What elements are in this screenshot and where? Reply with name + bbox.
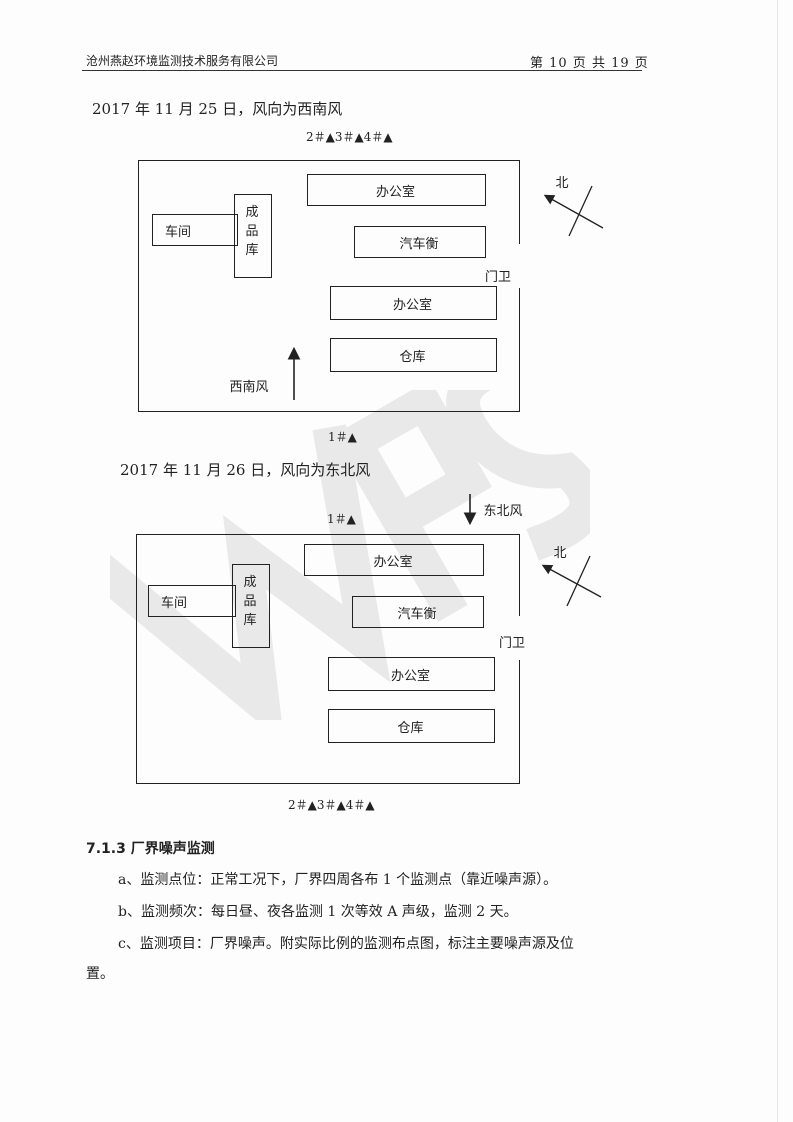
diagram1-office-top-label: 办公室 (375, 185, 415, 200)
section-item-c-line2: 置。 (86, 966, 114, 982)
section-item-a: a、监测点位：正常工况下，厂界四周各布 1 个监测点（靠近噪声源）。 (118, 872, 558, 888)
diagram1-gate-opening (514, 244, 524, 288)
diagram2-bottom-markers: 2＃▲3＃▲4＃▲ (288, 798, 375, 812)
header-company: 沧州燕赵环境监测技术服务有限公司 (86, 54, 279, 68)
diagram1-truck-scale-label: 汽车衡 (399, 237, 439, 252)
diagram1-storehouse-label: 仓库 (399, 350, 426, 365)
diagram2-truck-scale-label: 汽车衡 (397, 607, 437, 622)
diagram1-storehouse (330, 338, 497, 372)
diagram2-wind-label: 东北风 (483, 504, 523, 519)
diagram2-office-top-label: 办公室 (373, 555, 413, 570)
diagram1-north-compass-icon (543, 185, 604, 237)
diagram1-wind-label: 西南风 (229, 380, 269, 395)
scan-edge (777, 0, 778, 1122)
section-item-c-line1: c、监测项目：厂界噪声。附实际比例的监测布点图，标注主要噪声源及位 (118, 936, 574, 952)
diagram2-gate-label: 门卫 (498, 636, 525, 651)
diagram1-truck-scale (354, 226, 486, 258)
diagram1-north-label: 北 (555, 176, 569, 191)
header-page-info: 第 10 页 共 19 页 (530, 56, 649, 71)
diagram2-product-warehouse (232, 564, 270, 648)
diagram1-product-warehouse-label: 成 品 库 (245, 205, 259, 258)
diagram2-product-warehouse-label: 成 品 库 (243, 575, 257, 628)
diagram1-office-top (307, 174, 486, 206)
diagram1-office-mid (330, 286, 497, 320)
diagram1-workshop (152, 214, 238, 246)
diagram2-storehouse-label: 仓库 (397, 721, 424, 736)
diagram1-product-warehouse (234, 194, 272, 278)
header-divider (82, 70, 642, 71)
section-item-b: b、监测频次：每日昼、夜各监测 1 次等效 A 声级，监测 2 天。 (118, 904, 518, 920)
diagram1-office-mid-label: 办公室 (392, 298, 432, 313)
diagram2-office-mid-label: 办公室 (390, 669, 430, 684)
diagram2-caption: 2017 年 11 月 26 日，风向为东北风 (120, 461, 371, 479)
diagram1-gate-label: 门卫 (484, 270, 511, 285)
diagram2-workshop (148, 585, 236, 617)
diagram2-gate-opening (514, 616, 524, 660)
watermark-logo (110, 390, 590, 720)
diagram1-top-markers: 2＃▲3＃▲4＃▲ (306, 130, 393, 144)
diagram2-office-top (304, 544, 484, 576)
diagram2-office-mid (328, 657, 495, 691)
section-heading: 7.1.3 厂界噪声监测 (86, 841, 215, 857)
diagram1-caption: 2017 年 11 月 25 日，风向为西南风 (92, 100, 343, 118)
diagram1-workshop-label: 车间 (164, 225, 191, 240)
diagram2-top-markers: 1＃▲ (327, 512, 356, 526)
diagram2-north-label: 北 (553, 546, 567, 561)
diagram2-truck-scale (352, 596, 484, 628)
diagram1-bottom-markers: 1＃▲ (328, 430, 357, 444)
diagram2-north-compass-icon (541, 555, 602, 607)
diagram2-workshop-label: 车间 (160, 596, 187, 611)
diagram2-storehouse (328, 709, 495, 743)
